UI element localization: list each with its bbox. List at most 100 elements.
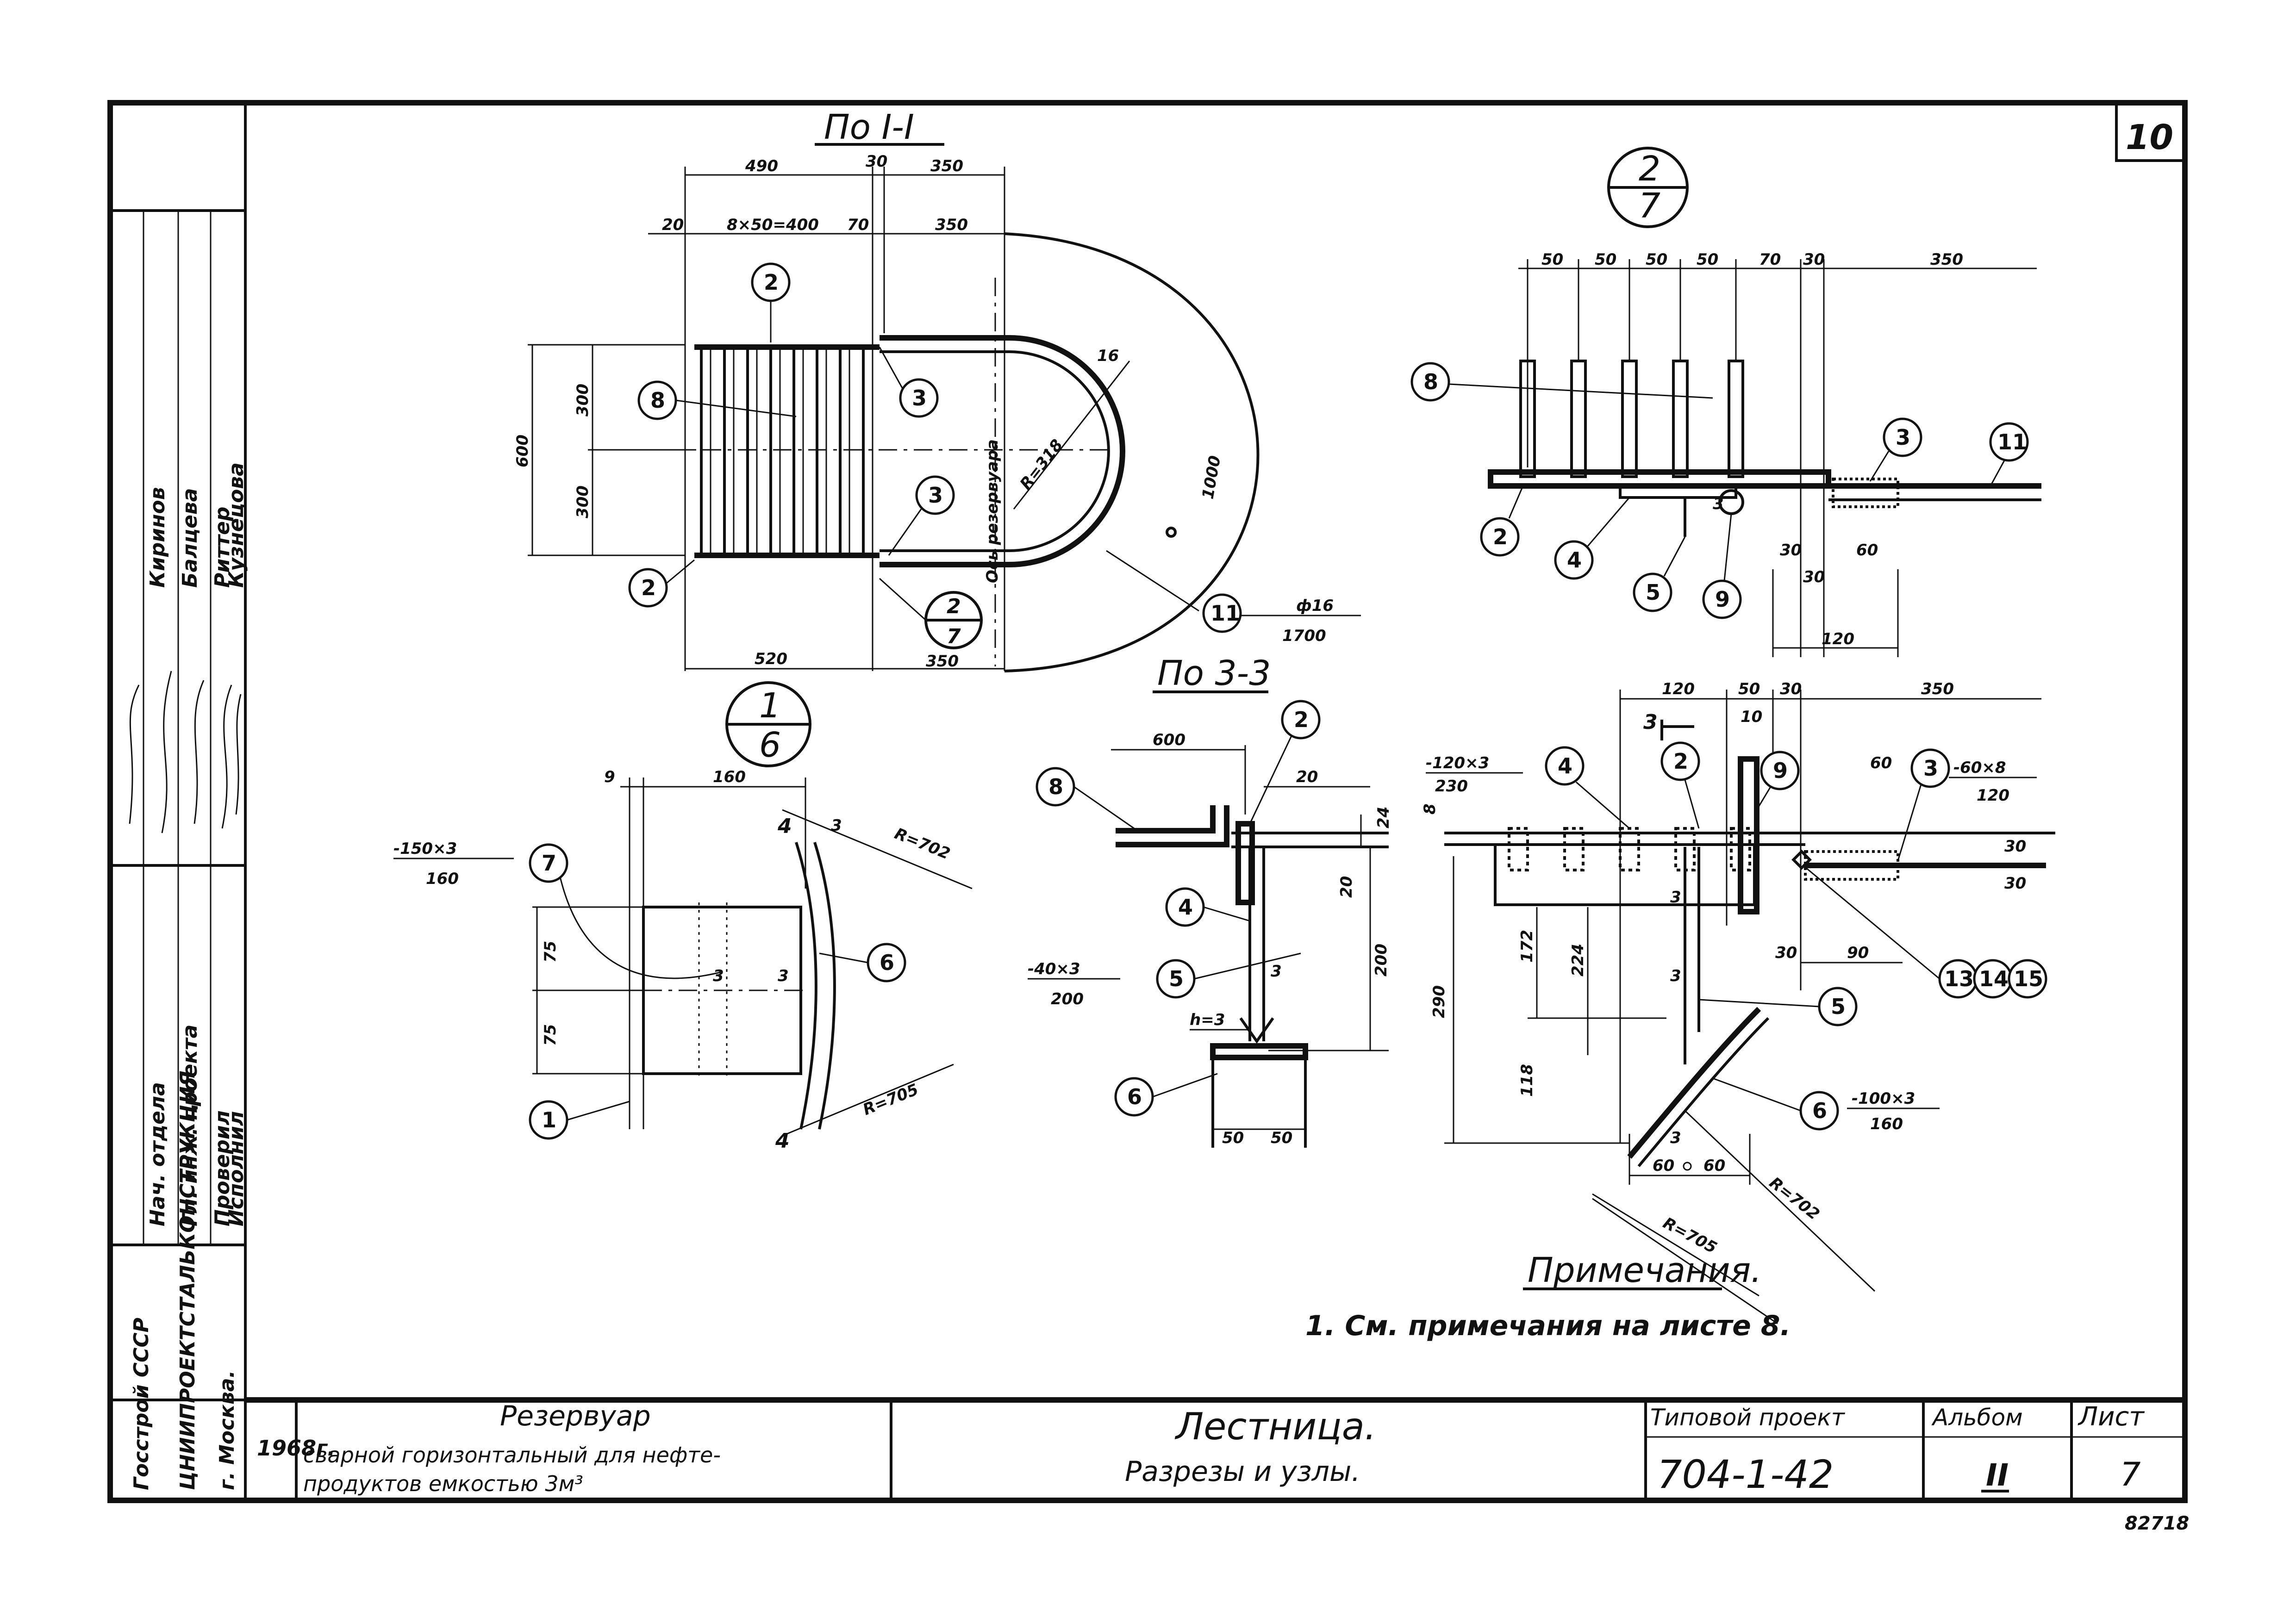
- right-callout-2: 2: [1660, 741, 1700, 781]
- node2-callout-3: 3: [1883, 417, 1922, 457]
- plan-dim-300b: 300: [574, 485, 592, 518]
- notes: Примечания. 1. См. примечания на листе 8…: [1305, 1250, 1791, 1342]
- svg-text:5: 5: [1169, 966, 1184, 991]
- svg-text:3: 3: [1923, 756, 1938, 781]
- svg-text:5: 5: [1831, 994, 1846, 1019]
- right-callout-5: 5: [1818, 987, 1858, 1026]
- signatures: [129, 671, 242, 833]
- notes-item-1: 1. См. примечания на листе 8.: [1305, 1310, 1791, 1342]
- svg-text:7: 7: [542, 851, 556, 876]
- org-institute: ЦНИИПРОЕКТСТАЛЬКОНСТРУКЦИЯ: [176, 1071, 200, 1490]
- album-value: II: [1986, 1457, 2009, 1493]
- right-bar-label: -60×8: [1953, 759, 2006, 777]
- svg-text:20: 20: [1296, 768, 1318, 786]
- svg-text:6: 6: [1127, 1084, 1142, 1109]
- svg-text:30: 30: [1780, 541, 1802, 560]
- svg-text:9: 9: [604, 768, 615, 786]
- name-3: Риттер: [211, 507, 234, 588]
- stamp-id: 82718: [2125, 1513, 2189, 1534]
- plan-dim-600: 600: [513, 435, 532, 467]
- svg-text:350: 350: [1921, 680, 1954, 698]
- title-object-desc-2: продуктов емкостью 3м³: [303, 1471, 583, 1496]
- sheet-number: 10: [2126, 118, 2173, 157]
- plan-dim-8x50: 8×50=400: [727, 216, 819, 234]
- plan-callout-2-bottom: 2: [628, 568, 668, 608]
- svg-text:5: 5: [1646, 580, 1660, 605]
- svg-text:60: 60: [1703, 1157, 1725, 1175]
- plan-callout-3-bottom: 3: [915, 475, 955, 515]
- org-name: Госстрой СССР: [130, 1318, 153, 1490]
- svg-text:2: 2: [1493, 524, 1508, 549]
- right-plate-label: -120×3: [1426, 754, 1489, 772]
- svg-text:10: 10: [1741, 708, 1762, 726]
- svg-text:R=705: R=705: [860, 1080, 921, 1119]
- svg-text:50: 50: [1738, 680, 1760, 698]
- section33-callout-6: 6: [1114, 1077, 1154, 1117]
- plan-callout-8: 8: [637, 380, 677, 420]
- plan-tank-axis: Ось резервуара: [983, 439, 1002, 583]
- svg-text:90: 90: [1847, 944, 1869, 962]
- section-3-3: По 3-3 600 20 24 20 200 -40×3 200 h=3 50…: [1028, 653, 1393, 1148]
- node1-callout-7: 7: [529, 843, 568, 883]
- role-4: Исполнил: [225, 1111, 248, 1226]
- left-strip: Нач. отдела Гл. инж. проекта Проверил Ис…: [110, 209, 248, 1490]
- svg-text:200: 200: [1051, 990, 1084, 1008]
- right-callout-14: 14: [1973, 959, 2013, 999]
- node2-callout-5: 5: [1633, 572, 1672, 612]
- node1-callout-1: 1: [529, 1100, 568, 1140]
- svg-text:4: 4: [1558, 753, 1572, 778]
- svg-text:50: 50: [1646, 250, 1667, 269]
- plan-dim-490: 490: [745, 157, 778, 175]
- plan-dim-300a: 300: [574, 384, 592, 417]
- svg-text:224: 224: [1569, 944, 1587, 976]
- svg-text:70: 70: [1759, 250, 1781, 269]
- svg-text:24: 24: [1374, 807, 1393, 828]
- svg-text:160: 160: [713, 768, 746, 786]
- svg-text:600: 600: [1153, 731, 1185, 749]
- node1-ref-top: 1: [759, 686, 781, 726]
- svg-text:1: 1: [542, 1107, 556, 1132]
- node-1-6: 1 6 9 160 -150×3 160 75 75 4 4 3 3 3 R=7…: [393, 681, 973, 1153]
- node2-callout-4: 4: [1554, 540, 1594, 580]
- section33-title: По 3-3: [1157, 653, 1271, 693]
- title-sheet-subtitle: Разрезы и узлы.: [1125, 1455, 1360, 1488]
- svg-text:3: 3: [713, 967, 724, 985]
- svg-text:9: 9: [1773, 758, 1788, 783]
- svg-text:2: 2: [641, 575, 656, 600]
- svg-text:60: 60: [1653, 1157, 1674, 1175]
- node-2-7: 2 7 50 50 50 50 70 30 350 30: [1410, 147, 2041, 657]
- svg-text:3: 3: [928, 483, 943, 508]
- plan-dim-1700: 1700: [1282, 627, 1326, 645]
- title-object-desc-1: сварной горизонтальный для нефте-: [303, 1443, 721, 1468]
- svg-text:30: 30: [1780, 680, 1802, 698]
- tank-outline-arc: [1004, 232, 1260, 672]
- node2-ref-top: 2: [1639, 149, 1660, 189]
- svg-text:230: 230: [1435, 777, 1468, 796]
- svg-text:8: 8: [1421, 803, 1439, 815]
- svg-text:75: 75: [541, 941, 560, 963]
- title-year: 1968г.: [257, 1436, 336, 1461]
- plan-callout-11: 11: [1202, 593, 1242, 633]
- svg-text:8: 8: [1048, 774, 1063, 799]
- svg-text:50: 50: [1697, 250, 1718, 269]
- right-callout-6: 6: [1799, 1091, 1839, 1131]
- name-4: Кузнецова: [225, 462, 248, 588]
- node2-callout-9: 9: [1702, 579, 1742, 619]
- plan-callout-3-top: 3: [899, 378, 939, 418]
- node1-ref-bottom: 6: [759, 725, 781, 765]
- svg-text:290: 290: [1430, 985, 1448, 1018]
- plan-dim-30: 30: [866, 152, 887, 171]
- node1-callout-6: 6: [867, 943, 906, 983]
- plan-dim-phi16: ф16: [1296, 597, 1334, 615]
- svg-text:15: 15: [2014, 966, 2043, 991]
- right-callout-4: 4: [1545, 746, 1585, 786]
- svg-text:160: 160: [1870, 1115, 1903, 1133]
- node1-plate-label: -150×3: [393, 839, 457, 858]
- plan-title: По I-I: [824, 107, 914, 147]
- svg-text:60: 60: [1870, 754, 1892, 772]
- svg-text:R=702: R=702: [892, 824, 953, 863]
- svg-text:118: 118: [1518, 1064, 1536, 1097]
- plan-dim-R318: R=318: [1017, 436, 1067, 493]
- plan-dim-20: 20: [662, 216, 684, 234]
